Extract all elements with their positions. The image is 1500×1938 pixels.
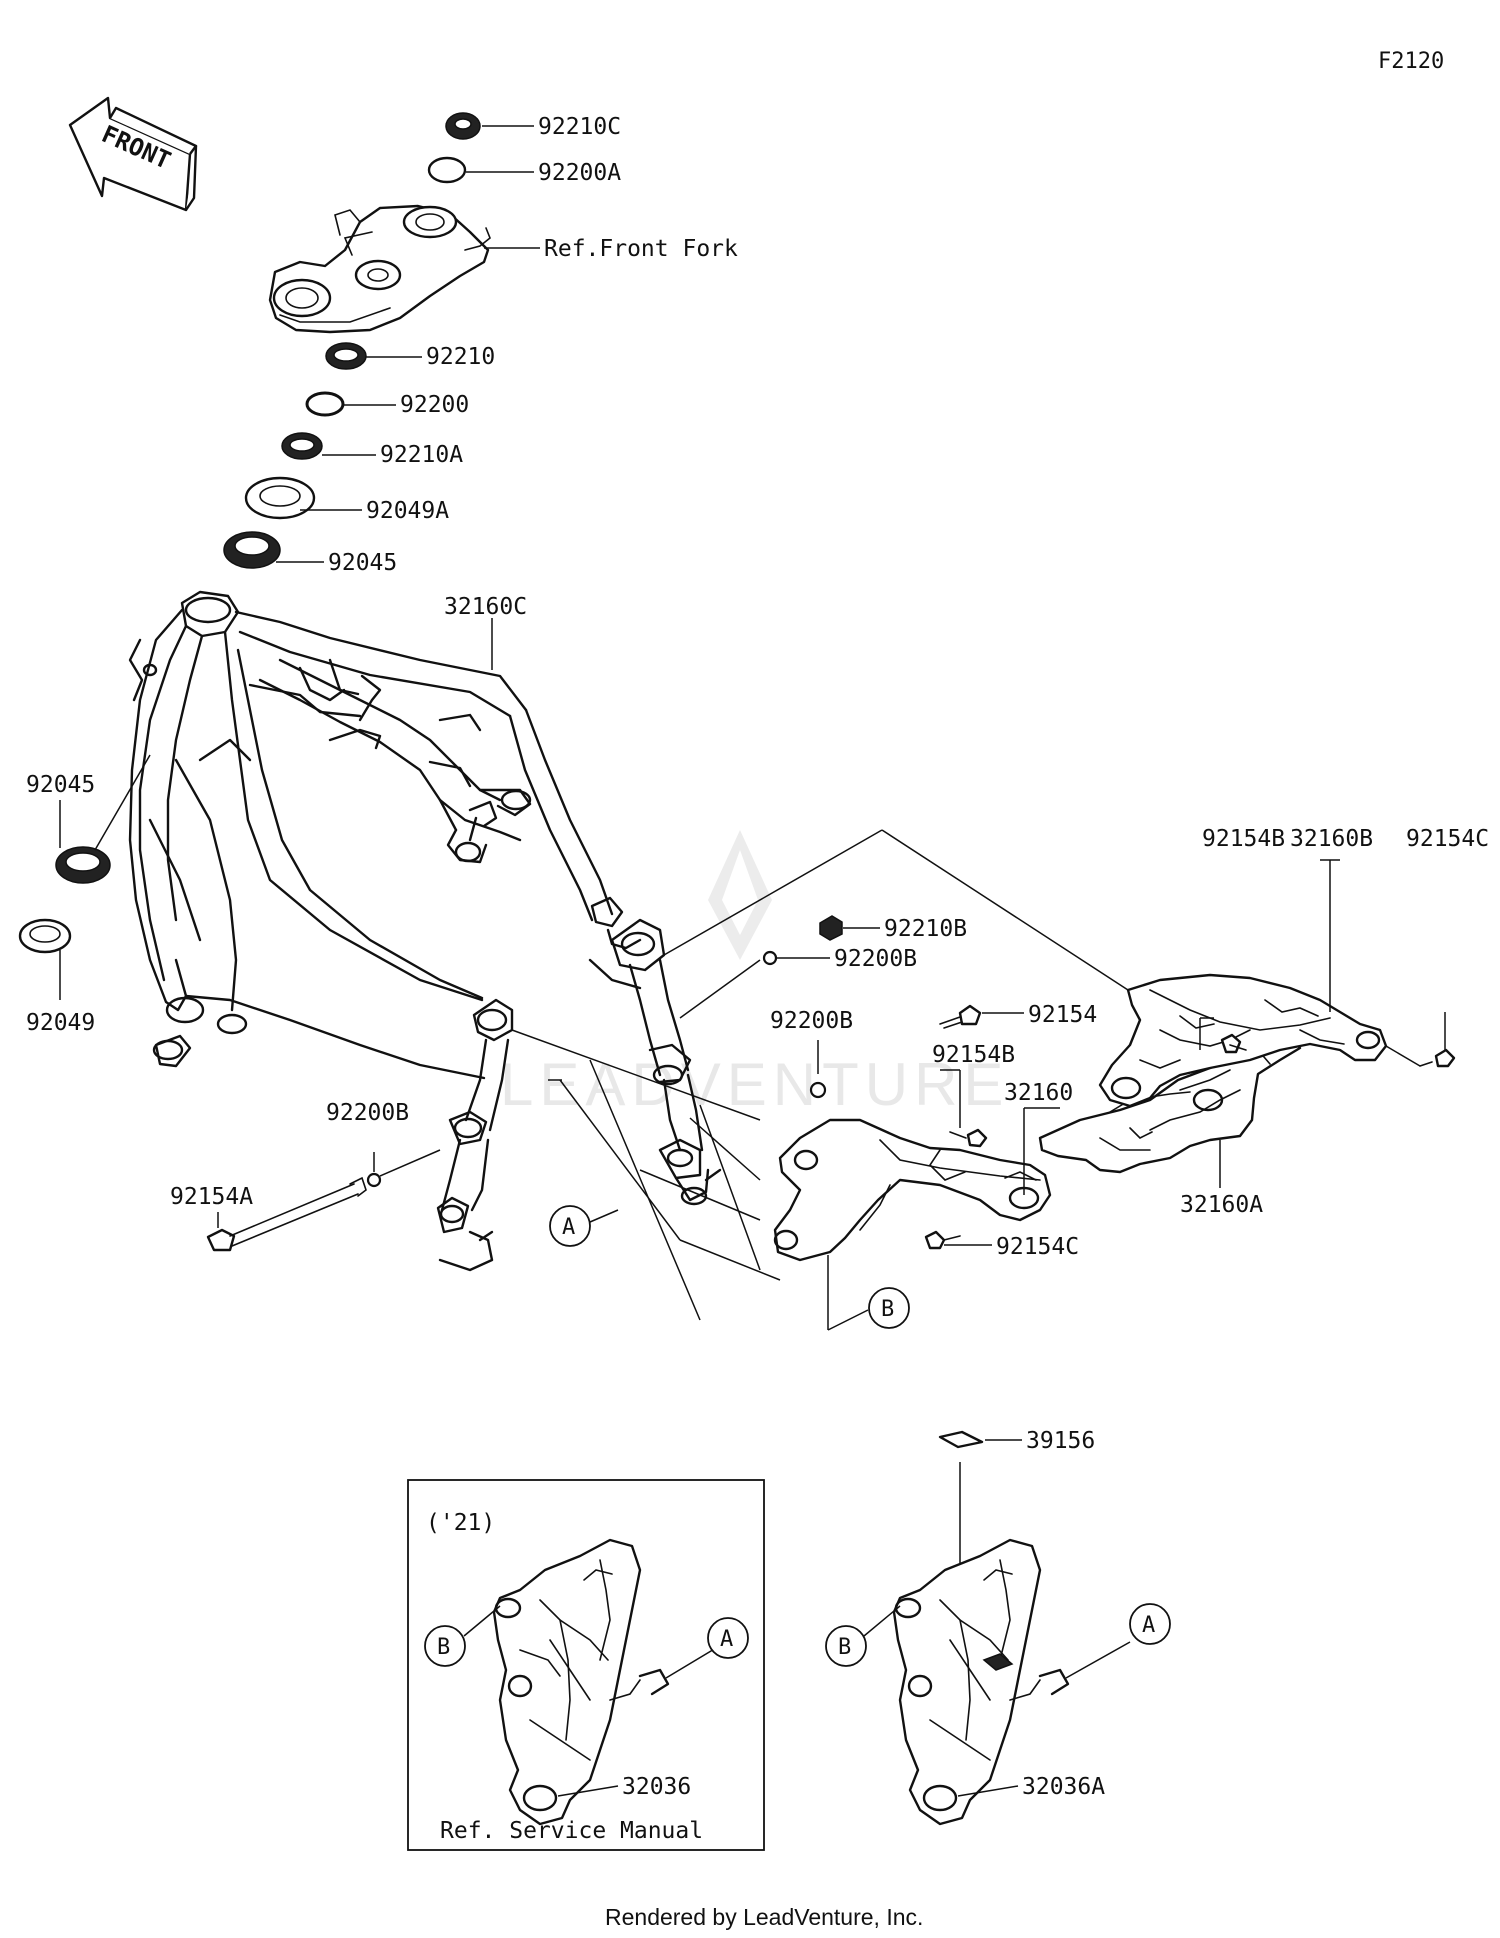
label-92154C-bot: 92154C — [996, 1234, 1079, 1260]
callout-a-main: A — [549, 1205, 619, 1247]
label-32160A: 32160A — [1180, 1192, 1263, 1218]
svg-text:A: A — [720, 1627, 733, 1652]
callout-b-main: B — [827, 1255, 910, 1331]
svg-text:A: A — [1142, 1613, 1155, 1638]
label-32160C: 32160C — [444, 594, 527, 620]
reference-lines — [511, 829, 1129, 1321]
callout-b-right: B — [825, 1625, 867, 1667]
svg-text:B: B — [838, 1635, 851, 1660]
callout-a-right: A — [1129, 1603, 1171, 1645]
label-32160: 32160 — [1004, 1080, 1073, 1106]
svg-text:A: A — [562, 1215, 575, 1240]
figure-code: F2120 — [1378, 49, 1444, 74]
label-92210B: 92210B — [884, 916, 967, 942]
label-92210: 92210 — [426, 344, 495, 370]
label-39156: 39156 — [1026, 1428, 1095, 1454]
front-arrow-icon: FRONT — [68, 96, 198, 212]
label-92200B-left: 92200B — [326, 1100, 409, 1126]
bracket-32036A — [892, 1538, 1070, 1826]
upper-triple-clamp — [268, 204, 491, 334]
watermark: LEADVENTURE — [500, 830, 1009, 1118]
label-92154B-mid: 92154B — [932, 1042, 1015, 1068]
label-92045-left: 92045 — [26, 772, 95, 798]
svg-text:B: B — [881, 1297, 894, 1322]
label-92210A: 92210A — [380, 442, 463, 468]
label-92200B-upper: 92200B — [834, 946, 917, 972]
bracket-32160A — [1038, 1034, 1302, 1174]
callout-a-inset: A — [707, 1617, 749, 1659]
label-92210C: 92210C — [538, 114, 621, 140]
svg-text:B: B — [437, 1635, 450, 1660]
label-32036A: 32036A — [1022, 1774, 1105, 1800]
label-ref-front-fork: Ref.Front Fork — [544, 236, 738, 262]
label-32036: 32036 — [622, 1774, 691, 1800]
steering-stem-parts — [223, 112, 540, 569]
callout-b-inset: B — [424, 1625, 466, 1667]
footer-credit: Rendered by LeadVenture, Inc. — [605, 1904, 923, 1930]
lower-bearing-parts — [18, 754, 151, 1000]
inset-year-label: ('21) — [426, 1510, 495, 1536]
label-92154C-top: 92154C — [1406, 826, 1489, 852]
fasteners — [206, 859, 1456, 1600]
label-92154B-top: 92154B — [1202, 826, 1285, 852]
engine-hanger-brackets — [436, 800, 722, 1272]
label-92154A: 92154A — [170, 1184, 253, 1210]
label-92200A: 92200A — [538, 160, 621, 186]
washer-92200A — [427, 156, 467, 184]
label-92200B-mid: 92200B — [770, 1008, 853, 1034]
bracket-32160 — [773, 1118, 1052, 1262]
label-92049A: 92049A — [366, 498, 449, 524]
label-92200: 92200 — [400, 392, 469, 418]
main-frame-32160C — [128, 590, 642, 1080]
label-92045-top: 92045 — [328, 550, 397, 576]
bracket-32036 — [492, 1538, 670, 1826]
inset-ref-label: Ref. Service Manual — [440, 1818, 703, 1844]
inset-box — [407, 1479, 765, 1851]
label-92154: 92154 — [1028, 1002, 1097, 1028]
bracket-32160B — [1098, 973, 1388, 1108]
label-32160B: 32160B — [1290, 826, 1373, 852]
watermark-text: LEADVENTURE — [500, 1051, 1009, 1118]
label-92049: 92049 — [26, 1010, 95, 1036]
